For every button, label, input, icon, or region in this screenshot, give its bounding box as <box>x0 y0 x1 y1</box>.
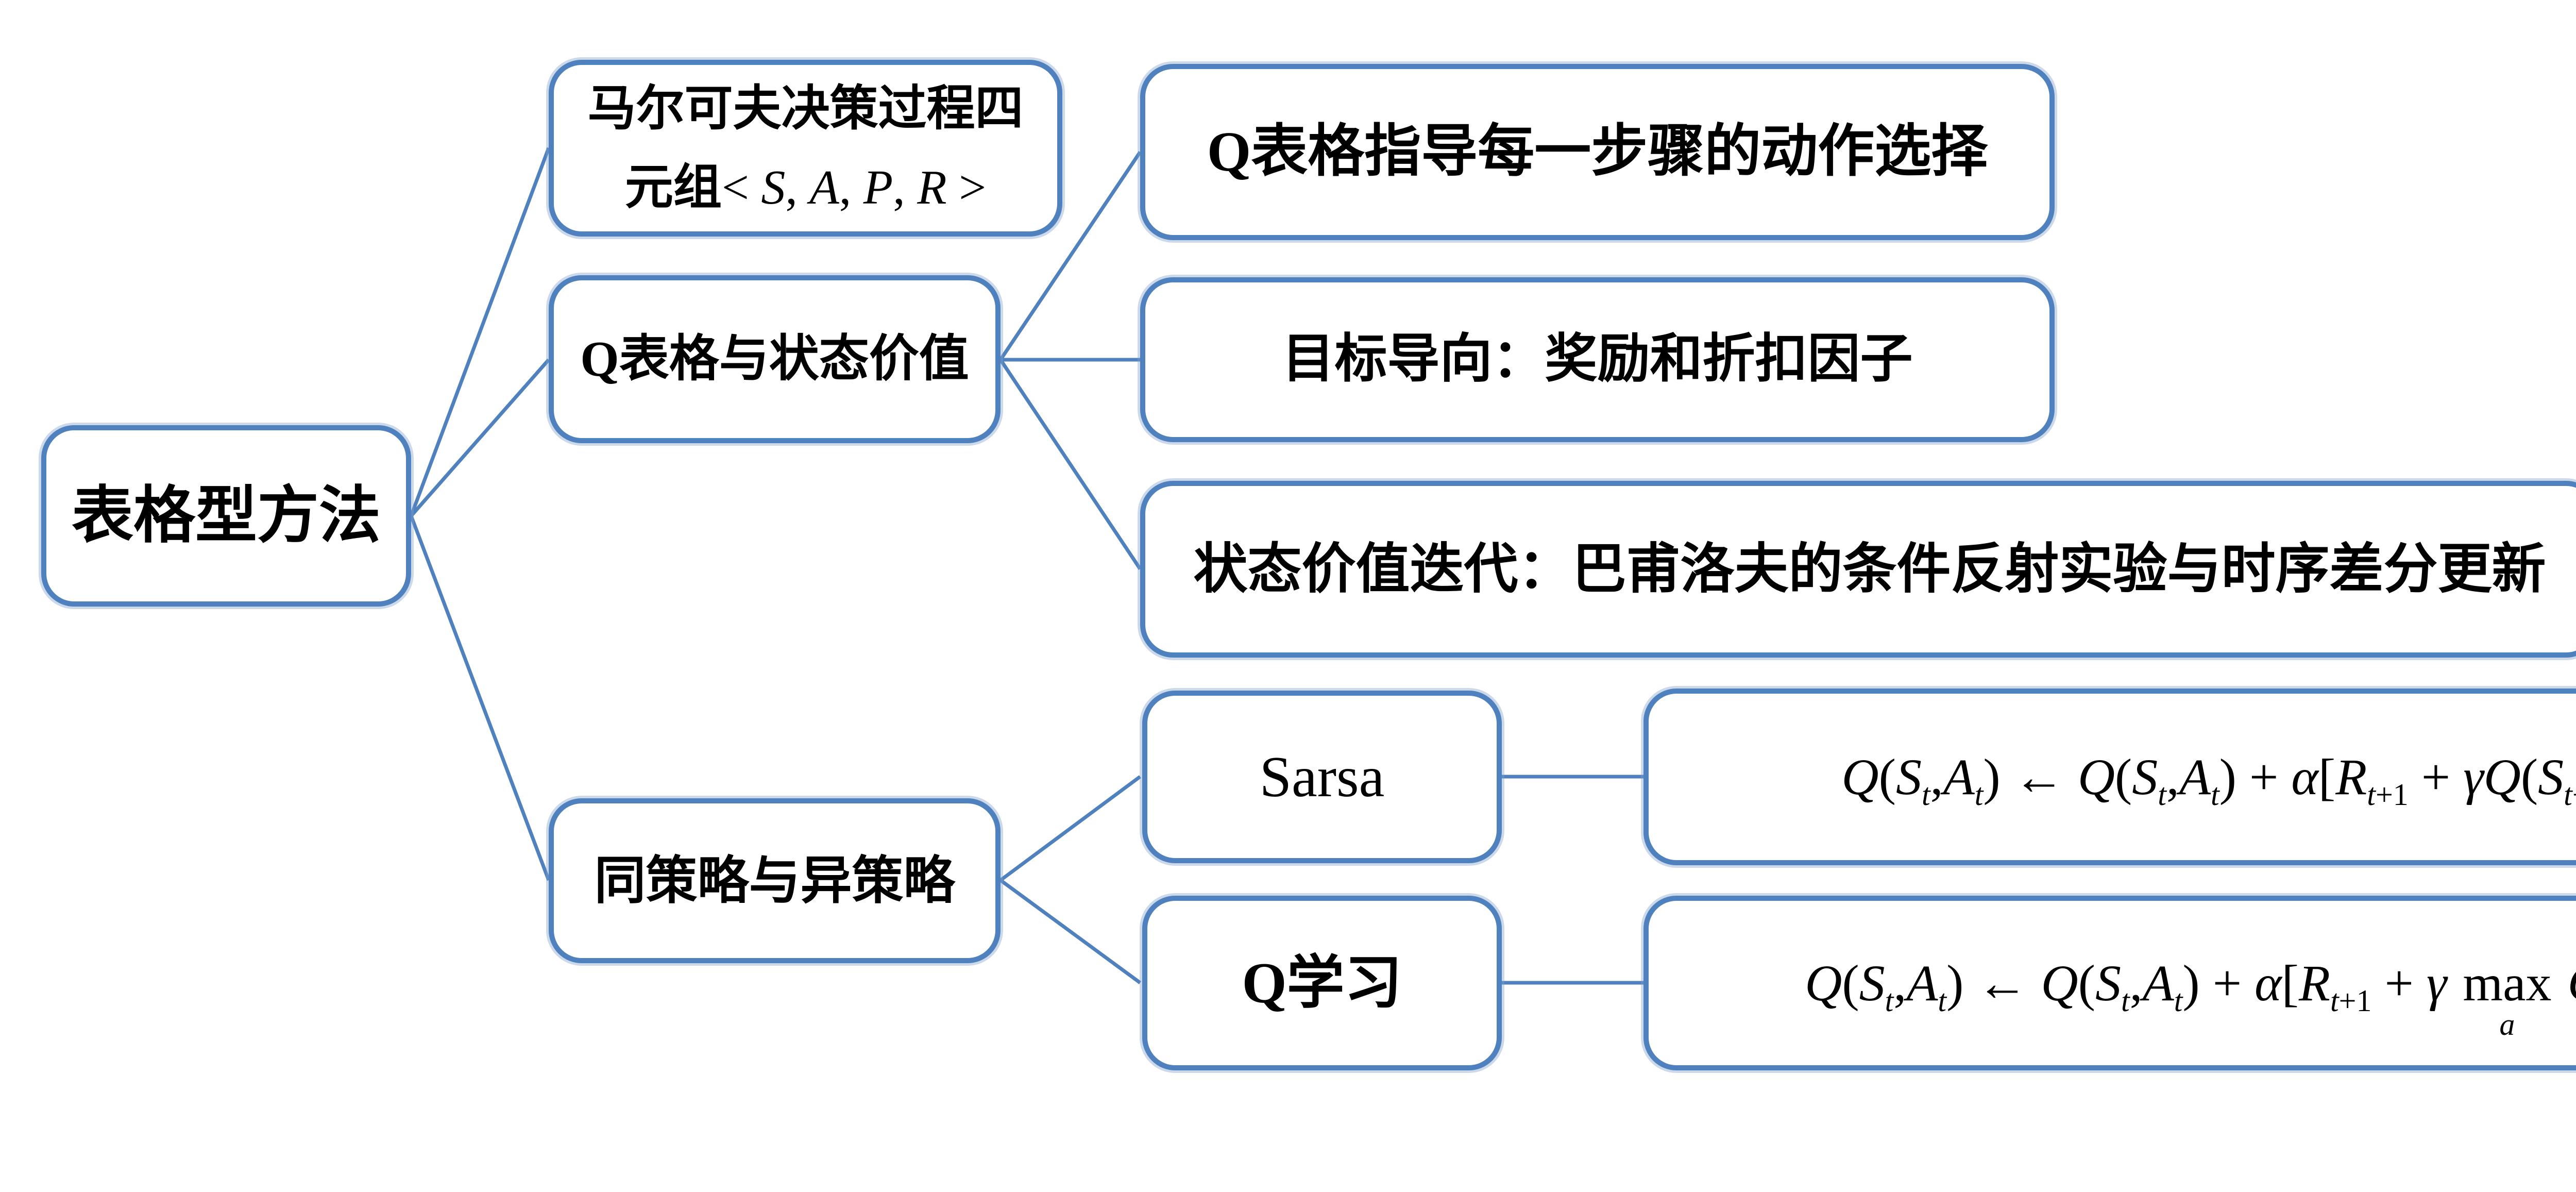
node-leaf-goal: 目标导向：奖励和折扣因子 <box>1140 277 2055 442</box>
node-sarsa-label: Sarsa <box>1259 745 1385 809</box>
node-policy-label: 同策略与异策略 <box>594 852 955 910</box>
node-policy: 同策略与异策略 <box>549 798 1001 963</box>
connector-qtable-action <box>999 151 1142 361</box>
node-mdp: 马尔可夫决策过程四 元组< S, A, P, R > <box>549 60 1062 237</box>
connector-qtable-value <box>999 359 1142 570</box>
connector-policy-sarsa <box>999 775 1142 882</box>
connector-policy-qlearning <box>999 879 1142 984</box>
node-root-label: 表格型方法 <box>72 481 381 550</box>
node-sarsa: Sarsa <box>1142 691 1502 863</box>
node-leaf-action: Q表格指导每一步骤的动作选择 <box>1140 64 2055 240</box>
connector-root-policy <box>409 515 551 881</box>
node-qlearning-label: Q学习 <box>1242 951 1402 1015</box>
connector-root-mdp <box>409 147 551 517</box>
node-root: 表格型方法 <box>41 425 411 607</box>
node-qtable: Q表格与状态价值 <box>549 275 1001 443</box>
node-sarsa-formula: Q(St,At) ← Q(St,At) + α[Rt+1 + γQ(St+1,A… <box>1643 689 2576 865</box>
node-leaf-action-label: Q表格指导每一步骤的动作选择 <box>1207 120 1988 183</box>
node-qlearning: Q学习 <box>1142 896 1502 1070</box>
connector-root-qtable <box>410 358 550 517</box>
node-leaf-value-label: 状态价值迭代：巴甫洛夫的条件反射实验与时序差分更新 <box>1193 539 2546 599</box>
node-leaf-goal-label: 目标导向：奖励和折扣因子 <box>1282 330 1913 389</box>
node-leaf-value: 状态价值迭代：巴甫洛夫的条件反射实验与时序差分更新 <box>1140 481 2576 658</box>
node-mdp-line1: 马尔可夫决策过程四 <box>587 82 1024 136</box>
node-qtable-label: Q表格与状态价值 <box>580 331 969 387</box>
sarsa-formula-text: Q(St,At) ← Q(St,At) + α[Rt+1 + γQ(St+1,A… <box>1841 748 2576 812</box>
node-mdp-line2: 元组< S, A, P, R > <box>624 160 987 214</box>
